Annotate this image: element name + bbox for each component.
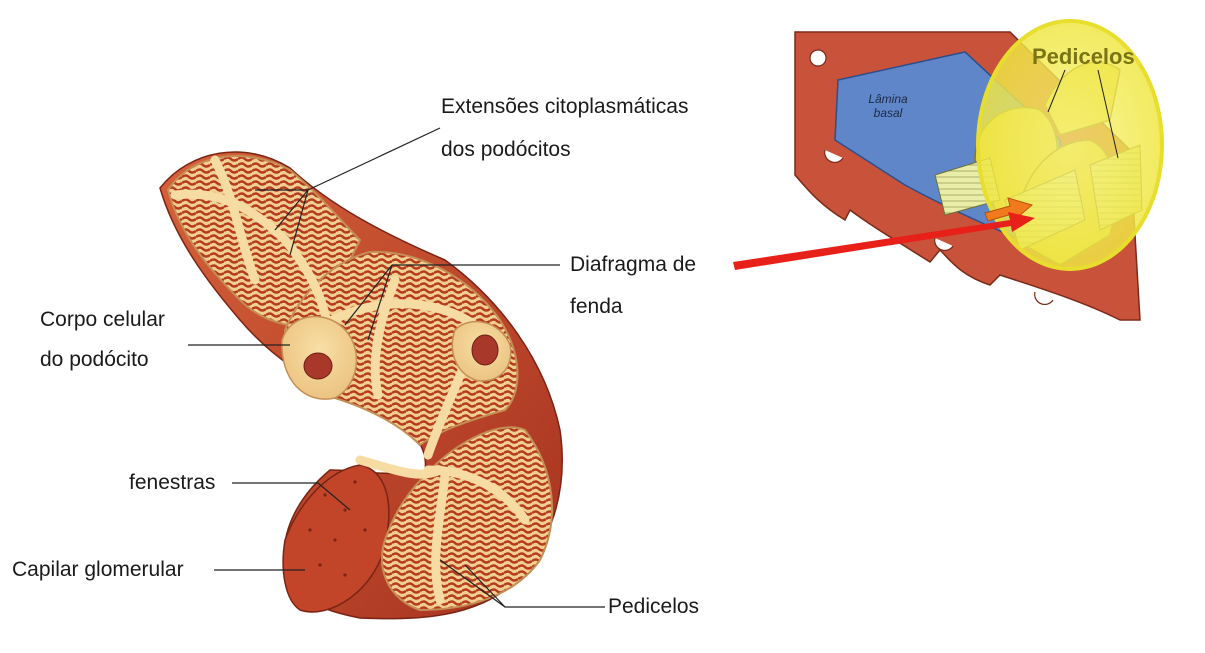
label-fenestras: fenestras	[129, 470, 215, 495]
label-pedicelos-bottom: Pedicelos	[608, 594, 699, 619]
label-diafragma-line1: Diafragma de	[570, 252, 696, 277]
label-diafragma-line2: fenda	[570, 294, 623, 319]
label-extensoes-line1: Extensões citoplasmáticas	[441, 94, 688, 119]
inset-lamina-line2: basal	[866, 106, 910, 120]
podocyte-nucleus	[304, 353, 332, 379]
label-corpo-line2: do podócito	[40, 347, 149, 372]
leader-extensoes	[308, 128, 440, 190]
inset-title-pedicelos: Pedicelos	[1032, 44, 1135, 70]
podocyte-nucleus-2	[472, 335, 498, 365]
label-capilar: Capilar glomerular	[12, 557, 184, 582]
label-corpo-line1: Corpo celular	[40, 307, 165, 332]
inset-lamina-label: Lâmina basal	[866, 92, 910, 120]
label-extensoes-line2: dos podócitos	[441, 137, 571, 162]
inset-lamina-line1: Lâmina	[866, 92, 910, 106]
